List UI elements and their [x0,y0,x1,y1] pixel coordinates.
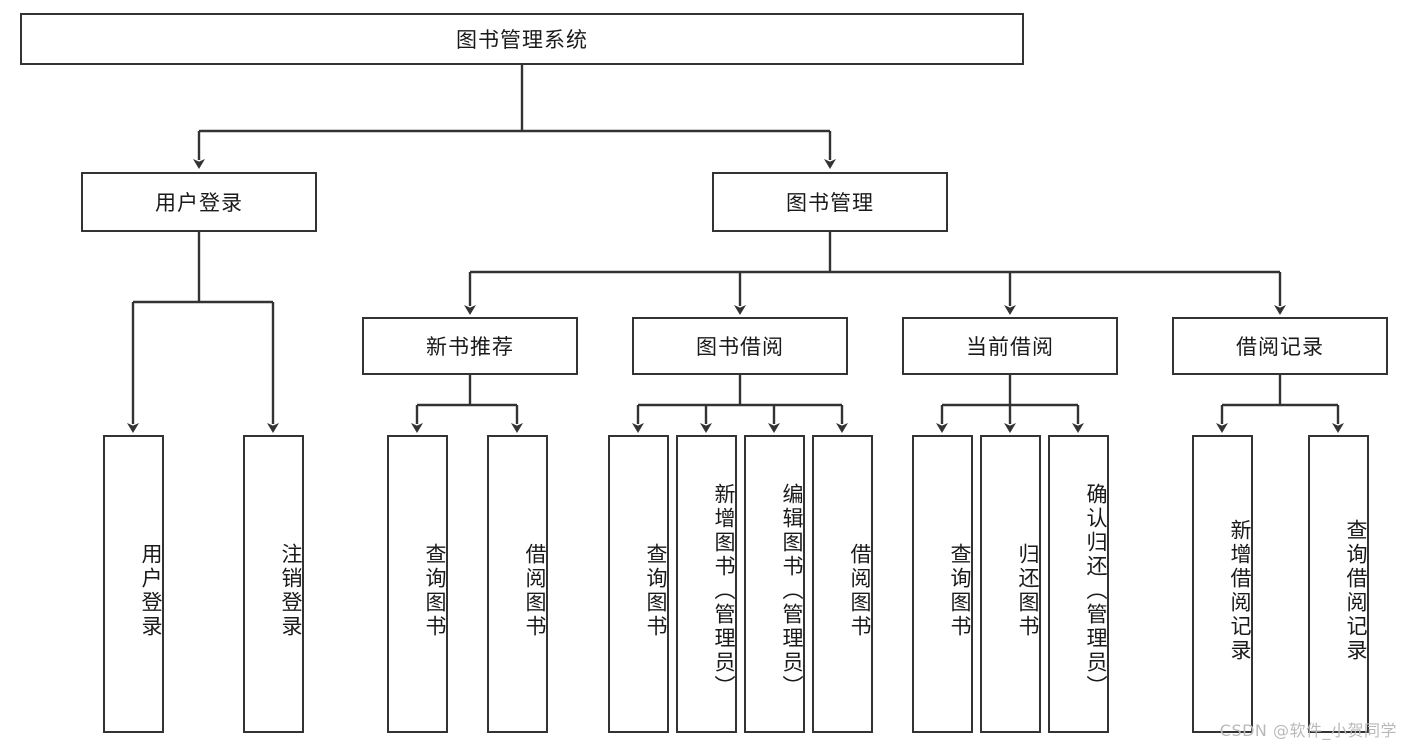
node-label: 新书推荐 [426,335,514,359]
node-borrow-record[interactable]: 借阅记录 [1172,317,1388,375]
leaf-user-login-logout[interactable]: 注销登录 [243,435,304,733]
node-label: 归还图书 [1016,543,1040,639]
node-label: 用户登录 [139,543,163,639]
node-label: 图书借阅 [696,335,784,359]
node-label: 查询借阅记录 [1344,519,1368,663]
node-new-book-recommend[interactable]: 新书推荐 [362,317,578,375]
leaf-borrow-record-add[interactable]: 新增借阅记录 [1192,435,1253,733]
leaf-book-borrow-add[interactable]: 新增图书（管理员） [676,435,737,733]
leaf-book-borrow-query[interactable]: 查询图书 [608,435,669,733]
leaf-new-book-borrow[interactable]: 借阅图书 [487,435,548,733]
node-book-management[interactable]: 图书管理 [712,172,948,232]
node-root-system[interactable]: 图书管理系统 [20,13,1024,65]
leaf-current-borrow-query[interactable]: 查询图书 [912,435,973,733]
node-label: 注销登录 [279,543,303,639]
leaf-new-book-query[interactable]: 查询图书 [387,435,448,733]
node-label: 新增图书（管理员） [712,483,736,699]
node-current-borrow[interactable]: 当前借阅 [902,317,1118,375]
node-book-borrow[interactable]: 图书借阅 [632,317,848,375]
node-label: 借阅图书 [523,543,547,639]
leaf-borrow-record-query[interactable]: 查询借阅记录 [1308,435,1369,733]
node-user-login[interactable]: 用户登录 [81,172,317,232]
leaf-current-borrow-confirm-return[interactable]: 确认归还（管理员） [1048,435,1109,733]
node-label: 当前借阅 [966,335,1054,359]
node-label: 借阅图书 [848,543,872,639]
node-label: 图书管理系统 [456,28,588,52]
node-label: 图书管理 [786,191,874,215]
leaf-user-login-login[interactable]: 用户登录 [103,435,164,733]
node-label: 查询图书 [644,543,668,639]
leaf-book-borrow-borrow[interactable]: 借阅图书 [812,435,873,733]
node-label: 编辑图书（管理员） [780,483,804,699]
leaf-current-borrow-return[interactable]: 归还图书 [980,435,1041,733]
node-label: 借阅记录 [1236,335,1324,359]
node-label: 确认归还（管理员） [1084,483,1108,699]
node-label: 用户登录 [155,191,243,215]
node-label: 新增借阅记录 [1228,519,1252,663]
node-label: 查询图书 [948,543,972,639]
leaf-book-borrow-edit[interactable]: 编辑图书（管理员） [744,435,805,733]
node-label: 查询图书 [423,543,447,639]
